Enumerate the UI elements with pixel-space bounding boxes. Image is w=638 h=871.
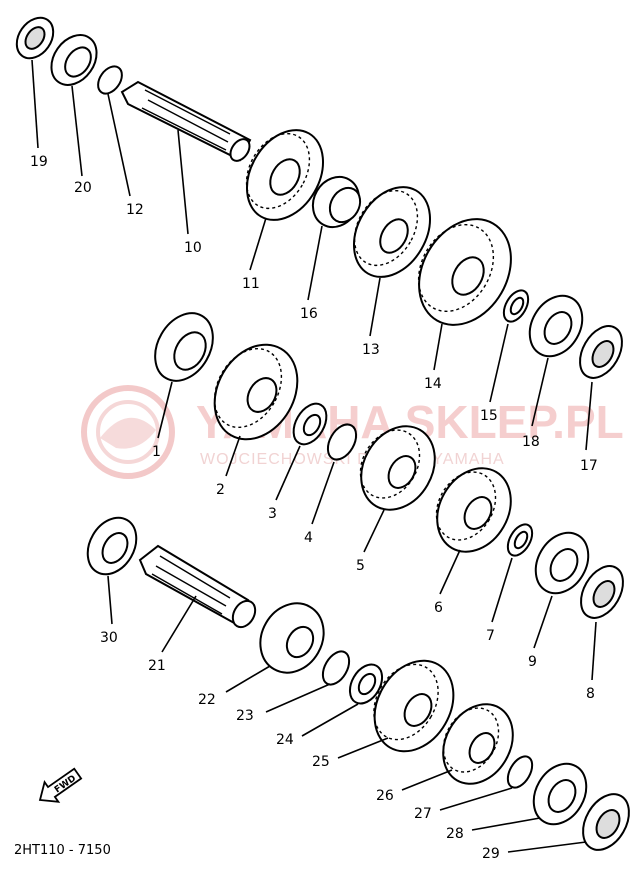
part-27-circlip (506, 755, 534, 789)
part-28-bearing (532, 762, 588, 826)
label-15: 15 (480, 408, 498, 424)
label-19: 19 (30, 154, 48, 170)
part-11-gear (245, 129, 324, 221)
part-29-oil-seal (582, 793, 630, 851)
label-9: 9 (528, 654, 537, 670)
part-5-gear (359, 425, 436, 511)
part-14-gear (417, 218, 512, 326)
part-22-dog-clutch (259, 602, 325, 674)
part-7-washer (506, 523, 534, 557)
label-6: 6 (434, 600, 443, 616)
label-20: 20 (74, 180, 92, 196)
label-26: 26 (376, 788, 394, 804)
label-7: 7 (486, 628, 495, 644)
label-24: 24 (276, 732, 294, 748)
part-8-oil-seal (580, 565, 624, 619)
diagram-code-label: 2HT110 - 7150 (14, 843, 111, 858)
label-29: 29 (482, 846, 500, 862)
part-9-bearing (534, 531, 590, 595)
label-21: 21 (148, 658, 166, 674)
label-12: 12 (126, 202, 144, 218)
part-number-labels: 19 20 12 10 11 16 13 14 15 18 17 1 2 3 4… (30, 154, 598, 862)
label-13: 13 (362, 342, 380, 358)
label-14: 14 (424, 376, 442, 392)
part-2-gear (213, 343, 299, 441)
part-18-bearing (528, 294, 584, 358)
part-6-gear (435, 467, 512, 553)
label-18: 18 (522, 434, 540, 450)
part-23-circlip (321, 650, 351, 686)
part-12-circlip (97, 65, 123, 95)
part-4-circlip (326, 423, 358, 461)
label-22: 22 (198, 692, 216, 708)
label-28: 28 (446, 826, 464, 842)
label-11: 11 (242, 276, 260, 292)
part-1-bearing (154, 312, 214, 382)
label-1: 1 (152, 444, 161, 460)
part-25-gear (373, 659, 455, 753)
label-5: 5 (356, 558, 365, 574)
part-30-bearing (86, 516, 138, 576)
part-20-bearing (50, 34, 98, 86)
label-25: 25 (312, 754, 330, 770)
part-19-oil-seal (15, 16, 55, 60)
part-13-gear (353, 186, 431, 278)
part-3-washer (292, 402, 328, 446)
label-23: 23 (236, 708, 254, 724)
label-16: 16 (300, 306, 318, 322)
label-3: 3 (268, 506, 277, 522)
watermark-subtitle: WOJCIECHOWSKI DEALER YAMAHA (200, 451, 505, 468)
part-21-drive-axle (138, 544, 257, 629)
label-10: 10 (184, 240, 202, 256)
part-15-washer (502, 289, 530, 323)
label-8: 8 (586, 686, 595, 702)
part-24-washer (348, 663, 384, 705)
label-27: 27 (414, 806, 432, 822)
label-2: 2 (216, 482, 225, 498)
part-16-bushing (311, 175, 362, 229)
fwd-arrow-icon: FWD (38, 767, 83, 803)
part-10-main-axle (120, 80, 252, 162)
watermark-logo-icon (81, 385, 175, 479)
leader-lines (31, 59, 597, 853)
label-30: 30 (100, 630, 118, 646)
label-17: 17 (580, 458, 598, 474)
label-4: 4 (304, 530, 313, 546)
part-26-gear (442, 703, 514, 785)
part-17-oil-seal (579, 325, 623, 379)
